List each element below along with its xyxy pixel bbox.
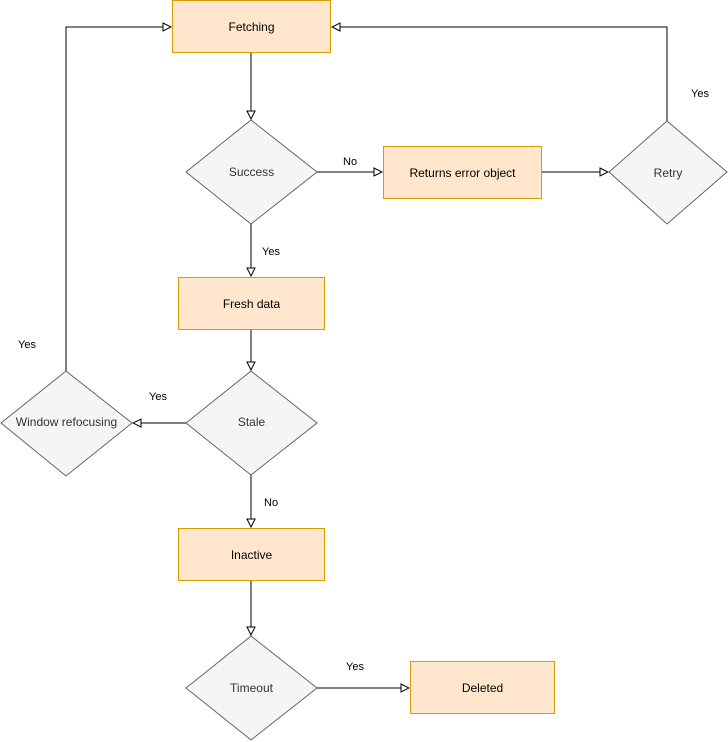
timeout-diamond bbox=[185, 635, 318, 741]
edge-label-stale-yes: Yes bbox=[149, 391, 167, 403]
retry-label: Retry bbox=[653, 166, 683, 180]
inactive-box: Inactive bbox=[178, 528, 325, 581]
inactive-label: Inactive bbox=[230, 547, 273, 562]
retry-diamond bbox=[608, 120, 728, 225]
success-label: Success bbox=[228, 165, 275, 179]
edge-retry-fetching bbox=[332, 27, 668, 121]
returns-error-box: Returns error object bbox=[383, 146, 542, 199]
deleted-label: Deleted bbox=[461, 680, 504, 695]
stale-label: Stale bbox=[237, 415, 266, 429]
deleted-box: Deleted bbox=[410, 661, 555, 714]
returns-error-label: Returns error object bbox=[409, 165, 516, 180]
fresh-data-box: Fresh data bbox=[178, 277, 325, 330]
window-refocusing-label: Window refocusing bbox=[15, 415, 118, 429]
edge-label-success-yes: Yes bbox=[262, 246, 280, 258]
edge-label-timeout-yes: Yes bbox=[346, 661, 364, 673]
fetching-box: Fetching bbox=[172, 0, 331, 53]
fresh-data-label: Fresh data bbox=[222, 296, 281, 311]
window-refocusing-diamond bbox=[0, 370, 133, 477]
fetching-label: Fetching bbox=[228, 19, 275, 34]
edge-label-window-yes: Yes bbox=[18, 339, 36, 351]
edge-label-retry-yes: Yes bbox=[691, 88, 709, 100]
edge-label-success-no: No bbox=[343, 156, 358, 168]
edge-window-fetching bbox=[65, 27, 171, 371]
edge-label-stale-no: No bbox=[264, 497, 279, 509]
timeout-label: Timeout bbox=[230, 681, 273, 695]
